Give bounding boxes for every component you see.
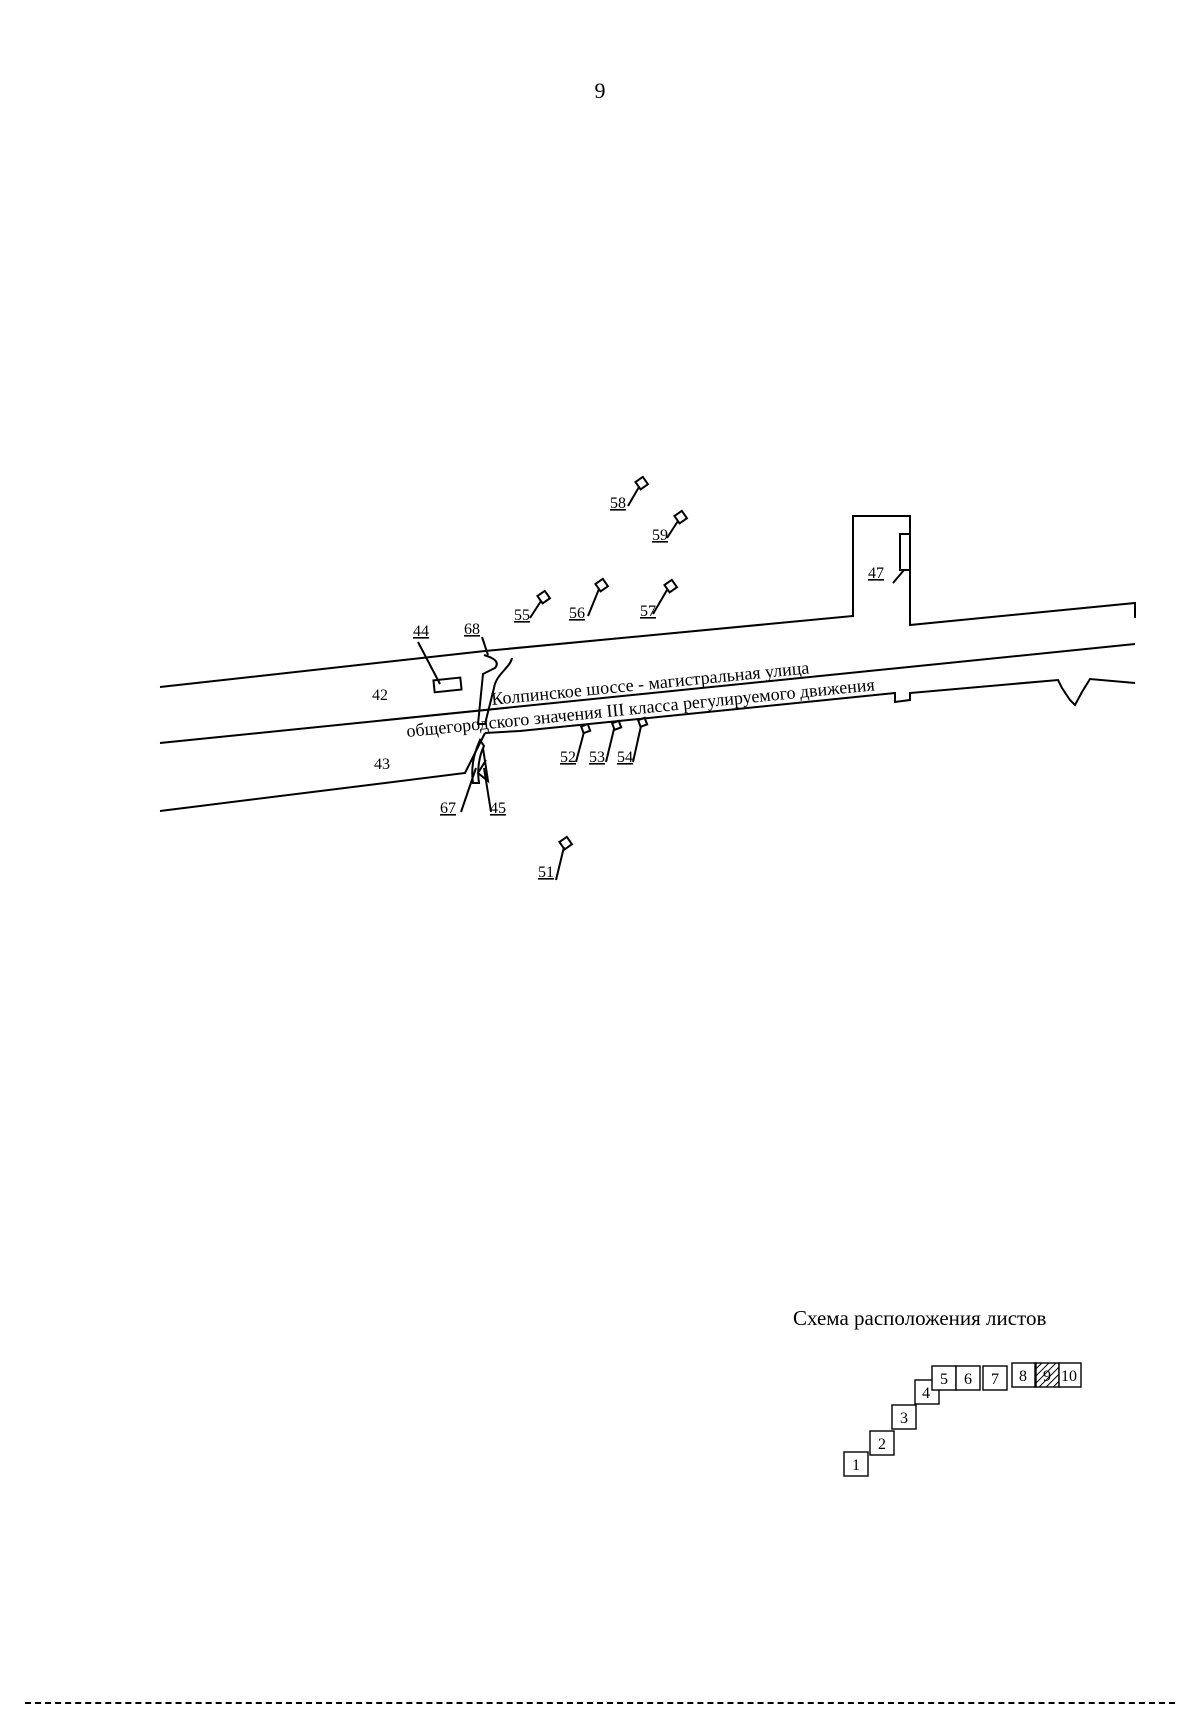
sheet-8	[1011, 1362, 1037, 1388]
object-label-59: 59	[652, 527, 668, 544]
object-label-54: 54	[617, 749, 633, 766]
sheet-label-5: 5	[940, 1371, 948, 1388]
map-objects	[417, 475, 911, 881]
object-label-55: 55	[514, 607, 530, 624]
object-51-shape	[558, 835, 574, 851]
object-label-68: 68	[464, 621, 480, 638]
zone-label-42: 42	[372, 687, 388, 704]
sheet-10	[1058, 1362, 1082, 1388]
object-67-leader	[460, 767, 477, 813]
sheet-label-6: 6	[964, 1371, 972, 1388]
road-south-edge	[484, 677, 1136, 734]
map-labels: 42 43 44 45 47 51 52 53 54 55 56 57 58 5…	[372, 495, 884, 881]
sheet-6	[955, 1365, 981, 1391]
sheet-7	[982, 1365, 1008, 1391]
zone-label-43: 43	[374, 756, 390, 773]
object-label-47: 47	[868, 565, 884, 582]
object-label-53: 53	[589, 749, 605, 766]
sheet-3	[891, 1404, 917, 1430]
object-44-leader	[417, 641, 441, 685]
footer-rule	[25, 1702, 1175, 1704]
object-label-52: 52	[560, 749, 576, 766]
object-label-57: 57	[640, 603, 656, 620]
object-label-56: 56	[569, 605, 585, 622]
object-label-44: 44	[413, 623, 429, 640]
object-51-leader	[555, 846, 565, 881]
road-outline	[159, 515, 1136, 812]
sheet-schema-title: Схема расположения листов	[793, 1306, 1047, 1330]
sheet-label-8: 8	[1019, 1368, 1027, 1385]
object-68-leader	[481, 636, 489, 656]
objects-52-54	[575, 716, 649, 763]
road-north-edge	[159, 515, 1136, 688]
territory-south-boundary	[159, 732, 486, 812]
object-47-leader	[892, 569, 905, 584]
object-68-shape	[476, 654, 513, 725]
sheet-2	[869, 1430, 895, 1456]
object-label-58: 58	[610, 495, 626, 512]
object-45-leader	[483, 767, 492, 813]
sheet-label-9: 9	[1043, 1368, 1051, 1385]
sheet-label-4: 4	[922, 1385, 930, 1402]
sheet-label-10: 10	[1061, 1368, 1077, 1385]
object-67-shape	[471, 737, 486, 784]
object-44-shape	[432, 676, 463, 694]
object-47-shape	[899, 533, 911, 571]
road-centerline	[159, 643, 1136, 744]
sheet-1	[843, 1451, 869, 1477]
object-label-45: 45	[490, 800, 506, 817]
page-number: 9	[594, 78, 606, 103]
object-45-shape	[476, 747, 490, 784]
object-label-51: 51	[538, 864, 554, 881]
sheet-schema: 1 2 3 4 5 6 7 8 9 10	[843, 1362, 1082, 1477]
sheet-label-3: 3	[900, 1410, 908, 1427]
sheet-label-7: 7	[991, 1371, 999, 1388]
objects-55-59	[529, 475, 689, 619]
sheet-label-1: 1	[852, 1457, 860, 1474]
sheet-label-2: 2	[878, 1436, 886, 1453]
object-label-67: 67	[440, 800, 456, 817]
